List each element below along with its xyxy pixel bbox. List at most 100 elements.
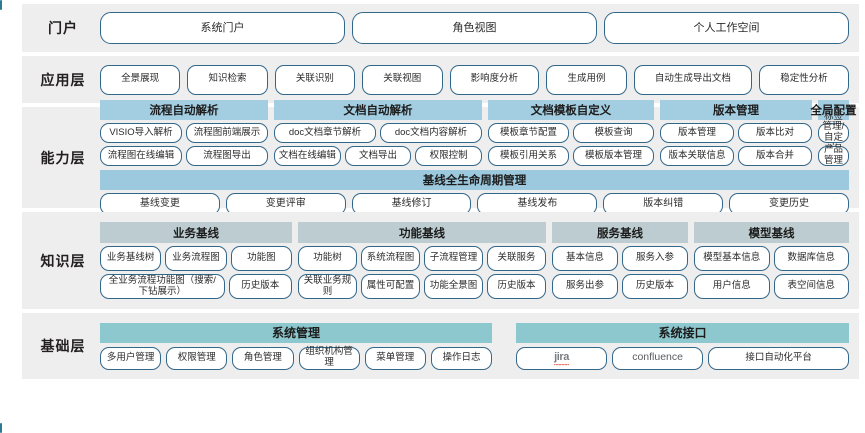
application-item[interactable]: 知识检索 bbox=[187, 64, 268, 95]
capability-item[interactable]: 产品管理 bbox=[818, 145, 849, 166]
group-rows: 版本管理 版本比对 版本关联信息 版本合并 bbox=[660, 123, 812, 166]
knowledge-item[interactable]: 历史版本 bbox=[228, 274, 292, 299]
capability-item[interactable]: 模板章节配置 bbox=[488, 123, 569, 143]
group-title: 文档自动解析 bbox=[274, 100, 482, 120]
base-item[interactable]: 接口自动化平台 bbox=[708, 346, 850, 370]
lifecycle-block: 基线全生命周期管理 基线变更 变更评审 基线修订 基线发布 版本纠错 变更历史 bbox=[100, 170, 849, 215]
base-item[interactable]: 角色管理 bbox=[232, 346, 294, 370]
capability-group-version: 版本管理 版本管理 版本比对 版本关联信息 版本合并 bbox=[660, 100, 812, 166]
layer-label-capability: 能力层 bbox=[40, 149, 86, 166]
base-item[interactable]: 菜单管理 bbox=[364, 346, 426, 370]
capability-item[interactable]: 权限控制 bbox=[415, 146, 483, 166]
capability-item[interactable]: 模板查询 bbox=[573, 123, 654, 143]
base-item[interactable]: 权限管理 bbox=[166, 346, 228, 370]
knowledge-item[interactable]: 关联业务规则 bbox=[298, 274, 357, 299]
capability-item[interactable]: 流程图导出 bbox=[186, 146, 268, 166]
capability-group-global-config: 全局配置 标签管理/自定义 产品管理 bbox=[811, 100, 857, 166]
base-group-system-interface: 系统接口 jira confluence 接口自动化平台 bbox=[516, 322, 850, 370]
application-item[interactable]: 生成用例 bbox=[546, 64, 627, 95]
application-item[interactable]: 自动生成导出文档 bbox=[633, 64, 753, 95]
group-row: VISIO导入解析 流程图前端展示 bbox=[100, 123, 268, 143]
knowledge-item[interactable]: 功能图 bbox=[230, 246, 292, 271]
group-row: 产品管理 bbox=[818, 145, 849, 166]
layer-label-portal: 门户 bbox=[48, 20, 78, 36]
group-row: 服务出参 历史版本 bbox=[552, 274, 688, 299]
application-item[interactable]: 影响度分析 bbox=[449, 64, 540, 95]
base-item[interactable]: 组织机构管理 bbox=[298, 346, 360, 370]
knowledge-item[interactable]: 业务流程图 bbox=[165, 246, 227, 271]
capability-item[interactable]: 文档在线编辑 bbox=[274, 146, 341, 166]
capability-item[interactable]: 模板版本管理 bbox=[573, 146, 654, 166]
knowledge-item[interactable]: 全业务流程功能图（搜索/下钻展示） bbox=[100, 274, 225, 299]
base-group-list: 系统管理 多用户管理 权限管理 角色管理 组织机构管理 菜单管理 操作日志 系统… bbox=[100, 322, 850, 370]
group-title: 模型基线 bbox=[694, 222, 849, 243]
knowledge-item[interactable]: 服务出参 bbox=[552, 274, 618, 299]
knowledge-item[interactable]: 功能树 bbox=[298, 246, 357, 271]
portal-item-list: 系统门户 角色视图 个人工作空间 bbox=[100, 12, 849, 44]
capability-item[interactable]: 版本合并 bbox=[738, 146, 812, 166]
capability-item[interactable]: 版本管理 bbox=[660, 123, 734, 143]
capability-item[interactable]: 版本比对 bbox=[738, 123, 812, 143]
application-item[interactable]: 全景展现 bbox=[100, 64, 181, 95]
capability-item[interactable]: 流程图前端展示 bbox=[186, 123, 268, 143]
knowledge-item[interactable]: 基本信息 bbox=[552, 246, 618, 271]
knowledge-item[interactable]: 属性可配置 bbox=[361, 274, 420, 299]
capability-item[interactable]: doc文档内容解析 bbox=[380, 123, 482, 143]
base-item[interactable]: 多用户管理 bbox=[100, 346, 162, 370]
portal-item[interactable]: 系统门户 bbox=[100, 12, 345, 44]
capability-item[interactable]: VISIO导入解析 bbox=[100, 123, 182, 143]
group-row: 业务基线树 业务流程图 功能图 bbox=[100, 246, 292, 271]
application-item[interactable]: 稳定性分析 bbox=[759, 64, 849, 95]
base-item-confluence[interactable]: confluence bbox=[612, 346, 704, 370]
group-row: 文档在线编辑 文档导出 权限控制 bbox=[274, 146, 483, 166]
group-title: 服务基线 bbox=[552, 222, 688, 243]
group-title: 流程自动解析 bbox=[100, 100, 268, 120]
knowledge-item[interactable]: 用户信息 bbox=[694, 274, 770, 299]
knowledge-item[interactable]: 模型基本信息 bbox=[694, 246, 770, 271]
layer-application: 应用层 全景展现 知识检索 关联识别 关联视图 影响度分析 生成用例 自动生成导… bbox=[22, 56, 859, 103]
group-row: jira confluence 接口自动化平台 bbox=[516, 346, 850, 370]
layer-label-knowledge: 知识层 bbox=[40, 252, 86, 269]
knowledge-item[interactable]: 系统流程图 bbox=[361, 246, 420, 271]
layer-body-capability: 流程自动解析 VISIO导入解析 流程图前端展示 流程图在线编辑 流程图导出 文… bbox=[100, 100, 857, 215]
group-rows: VISIO导入解析 流程图前端展示 流程图在线编辑 流程图导出 bbox=[100, 123, 268, 166]
group-row: 模板引用关系 模板版本管理 bbox=[488, 146, 654, 166]
group-row: 标签管理/自定义 bbox=[818, 111, 849, 153]
knowledge-item[interactable]: 表空间信息 bbox=[773, 274, 849, 299]
base-item-jira[interactable]: jira bbox=[516, 346, 608, 370]
capability-item[interactable]: 文档导出 bbox=[344, 146, 412, 166]
knowledge-item[interactable]: 功能全景图 bbox=[424, 274, 483, 299]
layer-knowledge: 知识层 业务基线 业务基线树 业务流程图 功能图 全业务流程功能图（搜索/下钻展… bbox=[22, 212, 859, 309]
knowledge-item[interactable]: 业务基线树 bbox=[100, 246, 162, 271]
portal-item[interactable]: 角色视图 bbox=[352, 12, 597, 44]
knowledge-item[interactable]: 子流程管理 bbox=[424, 246, 483, 271]
base-item[interactable]: 操作日志 bbox=[430, 346, 493, 370]
capability-item[interactable]: 模板引用关系 bbox=[488, 146, 569, 166]
capability-item[interactable]: 版本关联信息 bbox=[660, 146, 734, 166]
group-rows: 标签管理/自定义 产品管理 bbox=[818, 111, 849, 166]
knowledge-item[interactable]: 服务入参 bbox=[622, 246, 688, 271]
layer-body-knowledge: 业务基线 业务基线树 业务流程图 功能图 全业务流程功能图（搜索/下钻展示） 历… bbox=[100, 222, 849, 299]
group-title: 文档模板自定义 bbox=[488, 100, 654, 120]
layer-label-base: 基础层 bbox=[40, 338, 86, 354]
capability-item[interactable]: doc文档章节解析 bbox=[274, 123, 376, 143]
base-group-system-management: 系统管理 多用户管理 权限管理 角色管理 组织机构管理 菜单管理 操作日志 bbox=[100, 322, 493, 370]
layer-capability: 能力层 流程自动解析 VISIO导入解析 流程图前端展示 流程图在线编辑 流程图… bbox=[22, 100, 859, 215]
knowledge-item[interactable]: 关联服务 bbox=[487, 246, 546, 271]
knowledge-item[interactable]: 历史版本 bbox=[622, 274, 688, 299]
group-row: 基本信息 服务入参 bbox=[552, 246, 688, 271]
layer-body-application: 全景展现 知识检索 关联识别 关联视图 影响度分析 生成用例 自动生成导出文档 … bbox=[100, 64, 849, 95]
knowledge-item[interactable]: 数据库信息 bbox=[773, 246, 849, 271]
group-title: 系统管理 bbox=[100, 322, 492, 343]
application-item[interactable]: 关联视图 bbox=[362, 64, 443, 95]
knowledge-item[interactable]: 历史版本 bbox=[487, 274, 546, 299]
capability-group-list: 流程自动解析 VISIO导入解析 流程图前端展示 流程图在线编辑 流程图导出 文… bbox=[100, 100, 857, 166]
group-rows: 模板章节配置 模板查询 模板引用关系 模板版本管理 bbox=[488, 123, 654, 166]
capability-item[interactable]: 标签管理/自定义 bbox=[818, 111, 849, 153]
group-row: 关联业务规则 属性可配置 功能全景图 历史版本 bbox=[298, 274, 546, 299]
capability-item[interactable]: 流程图在线编辑 bbox=[100, 146, 182, 166]
application-item[interactable]: 关联识别 bbox=[274, 64, 356, 95]
group-row: 模板章节配置 模板查询 bbox=[488, 123, 654, 143]
portal-item[interactable]: 个人工作空间 bbox=[604, 12, 849, 44]
